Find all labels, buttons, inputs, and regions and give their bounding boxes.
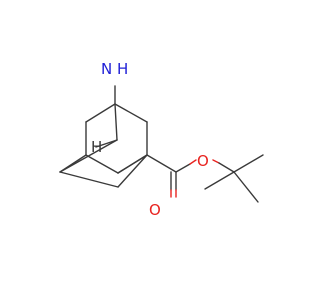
amine-n-label: N bbox=[101, 60, 112, 78]
bond-bridge-h bbox=[95, 139, 118, 148]
bond-o-tbu-red bbox=[212, 159, 220, 164]
bond-c1-lower bbox=[117, 154, 148, 188]
bond-carbonyl-o-single-red bbox=[189, 159, 197, 165]
bond-c3-c-right bbox=[114, 103, 148, 123]
amine-h-label: H bbox=[117, 60, 128, 78]
bond-left-c-bridge bbox=[85, 154, 119, 174]
bond-left-c-lower bbox=[59, 154, 87, 173]
bond-o-tbu bbox=[218, 162, 235, 173]
bond-tbu-me3 bbox=[233, 171, 259, 203]
bridge-h-label: H bbox=[91, 138, 102, 156]
ester-o-label: O bbox=[197, 152, 209, 170]
bond-c1-carbonyl bbox=[146, 154, 177, 173]
bond-bottom-right bbox=[117, 154, 148, 174]
bond-c3-c-left bbox=[85, 103, 116, 123]
bond-bottom-left bbox=[59, 171, 119, 188]
molecule-structure: N H H O O bbox=[59, 60, 264, 219]
bond-tbu-me2 bbox=[204, 171, 235, 190]
carbonyl-o-label: O bbox=[149, 201, 161, 219]
bond-tbu-me1 bbox=[233, 154, 264, 173]
bond-c3-c-inner bbox=[114, 103, 118, 141]
bond-carbonyl-o-single bbox=[175, 163, 191, 173]
